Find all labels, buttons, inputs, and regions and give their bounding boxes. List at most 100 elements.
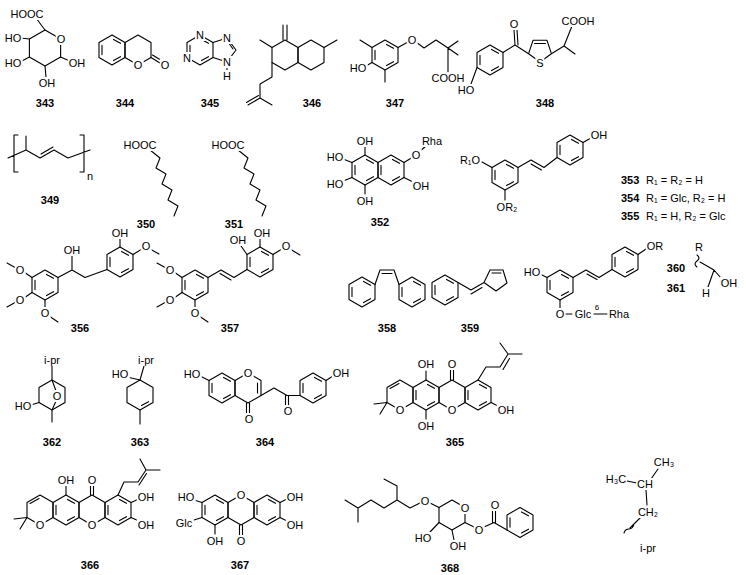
compound-350 bbox=[150, 150, 178, 216]
atom-label: N bbox=[195, 29, 205, 41]
atom-label: OH bbox=[137, 491, 156, 503]
atom-label: HO bbox=[4, 32, 23, 44]
atom-label: O bbox=[52, 390, 63, 402]
compound-363 bbox=[127, 366, 149, 424]
atom-label: R bbox=[694, 241, 704, 253]
compound-358 bbox=[349, 270, 425, 307]
isopropyl-key bbox=[624, 469, 658, 533]
compound-number: 352 bbox=[370, 216, 390, 228]
atom-label: O bbox=[509, 18, 520, 30]
compound-365 bbox=[374, 343, 522, 419]
compound-368 bbox=[345, 479, 507, 540]
compound-357 bbox=[157, 239, 300, 322]
atom-label: O bbox=[407, 34, 418, 46]
atom-label: OH bbox=[449, 540, 468, 552]
compound-357 bbox=[157, 239, 300, 322]
compound-357 bbox=[182, 270, 208, 300]
compound-367 bbox=[202, 495, 228, 525]
substituent-note: R₁ = R₂ = H bbox=[645, 174, 704, 186]
atom-label: Rha bbox=[421, 135, 443, 147]
atom-label: OR₂ bbox=[496, 201, 519, 213]
atom-label: O bbox=[460, 502, 471, 514]
atom-label: O bbox=[281, 240, 292, 252]
compound-number: 361 bbox=[666, 282, 686, 294]
atom-label: O bbox=[87, 474, 98, 486]
compound-358 bbox=[399, 277, 425, 307]
compound-368 bbox=[507, 508, 533, 538]
atom-label: OH bbox=[720, 277, 739, 289]
compound-353-355 bbox=[492, 160, 518, 190]
compound-353-355 bbox=[482, 138, 591, 200]
compound-348 bbox=[471, 26, 575, 84]
atom-label: HO bbox=[183, 368, 202, 380]
atom-label: OH bbox=[111, 227, 130, 239]
compound-343 bbox=[20, 18, 72, 77]
compound-367 bbox=[194, 499, 287, 536]
atom-label: CH bbox=[636, 478, 654, 490]
atom-label: OH bbox=[332, 367, 351, 379]
atom-label: N bbox=[222, 32, 232, 44]
atom-label: O bbox=[490, 499, 501, 511]
compound-358 bbox=[349, 277, 375, 307]
atom-label: OH bbox=[63, 244, 82, 256]
compound-347 bbox=[372, 40, 398, 70]
atom-label: OH bbox=[497, 404, 516, 416]
compound-351 bbox=[238, 150, 266, 216]
compound-346 bbox=[247, 25, 338, 105]
atom-label: OR bbox=[646, 240, 665, 252]
compound-344 bbox=[99, 35, 125, 65]
compound-366 bbox=[105, 495, 131, 525]
compound-365 bbox=[465, 380, 491, 410]
atom-label: O bbox=[15, 264, 26, 276]
compound-346 bbox=[298, 40, 324, 70]
compound-357 bbox=[247, 247, 273, 277]
atom-label: O bbox=[160, 59, 171, 71]
atom-label: O bbox=[555, 308, 566, 320]
compound-number: 362 bbox=[42, 436, 62, 448]
atom-label: O bbox=[165, 264, 176, 276]
atom-label: OH bbox=[356, 195, 375, 207]
atom-label: H bbox=[701, 287, 711, 299]
compound-number: 363 bbox=[130, 436, 150, 448]
atom-label: O bbox=[141, 240, 152, 252]
atom-label: OH bbox=[356, 135, 375, 147]
compound-364 bbox=[300, 373, 326, 403]
compound-number: 351 bbox=[224, 218, 244, 230]
atom-label: HOOC bbox=[123, 139, 158, 151]
atom-label: O bbox=[411, 149, 422, 161]
atom-label: HOOC bbox=[211, 139, 246, 151]
atom-label: HO bbox=[14, 400, 33, 412]
atom-label: OH bbox=[206, 535, 225, 547]
compound-349 bbox=[8, 135, 90, 172]
compound-352 bbox=[352, 155, 378, 185]
compound-number: 356 bbox=[70, 322, 90, 334]
atom-label: OH bbox=[417, 420, 436, 432]
atom-label: HO bbox=[326, 151, 345, 163]
atom-label: O bbox=[244, 413, 255, 425]
compound-360-361 bbox=[547, 270, 573, 300]
atom-label: O bbox=[447, 358, 458, 370]
atom-label: HO bbox=[523, 266, 542, 278]
atom-label: Glc bbox=[175, 517, 194, 529]
compound-number: 344 bbox=[115, 97, 135, 109]
atom-label: O bbox=[35, 519, 46, 531]
compound-366 bbox=[53, 495, 79, 525]
atom-label: OH bbox=[253, 227, 272, 239]
compound-352 bbox=[378, 155, 404, 185]
compound-348 bbox=[477, 45, 503, 75]
atom-label: HO bbox=[349, 62, 368, 74]
position-number: 6 bbox=[594, 303, 600, 312]
compound-353-355 bbox=[482, 135, 591, 200]
atom-label: i-pr bbox=[43, 354, 61, 366]
compound-360-361 bbox=[540, 247, 721, 314]
atom-label: O bbox=[420, 495, 431, 507]
compound-number: 346 bbox=[302, 97, 322, 109]
compound-359 bbox=[458, 270, 507, 294]
atom-label: O bbox=[87, 519, 98, 531]
compound-360-361 bbox=[612, 247, 638, 277]
compound-358 bbox=[375, 270, 399, 285]
atom-label: OH bbox=[57, 474, 76, 486]
atom-label: HO bbox=[457, 84, 476, 96]
